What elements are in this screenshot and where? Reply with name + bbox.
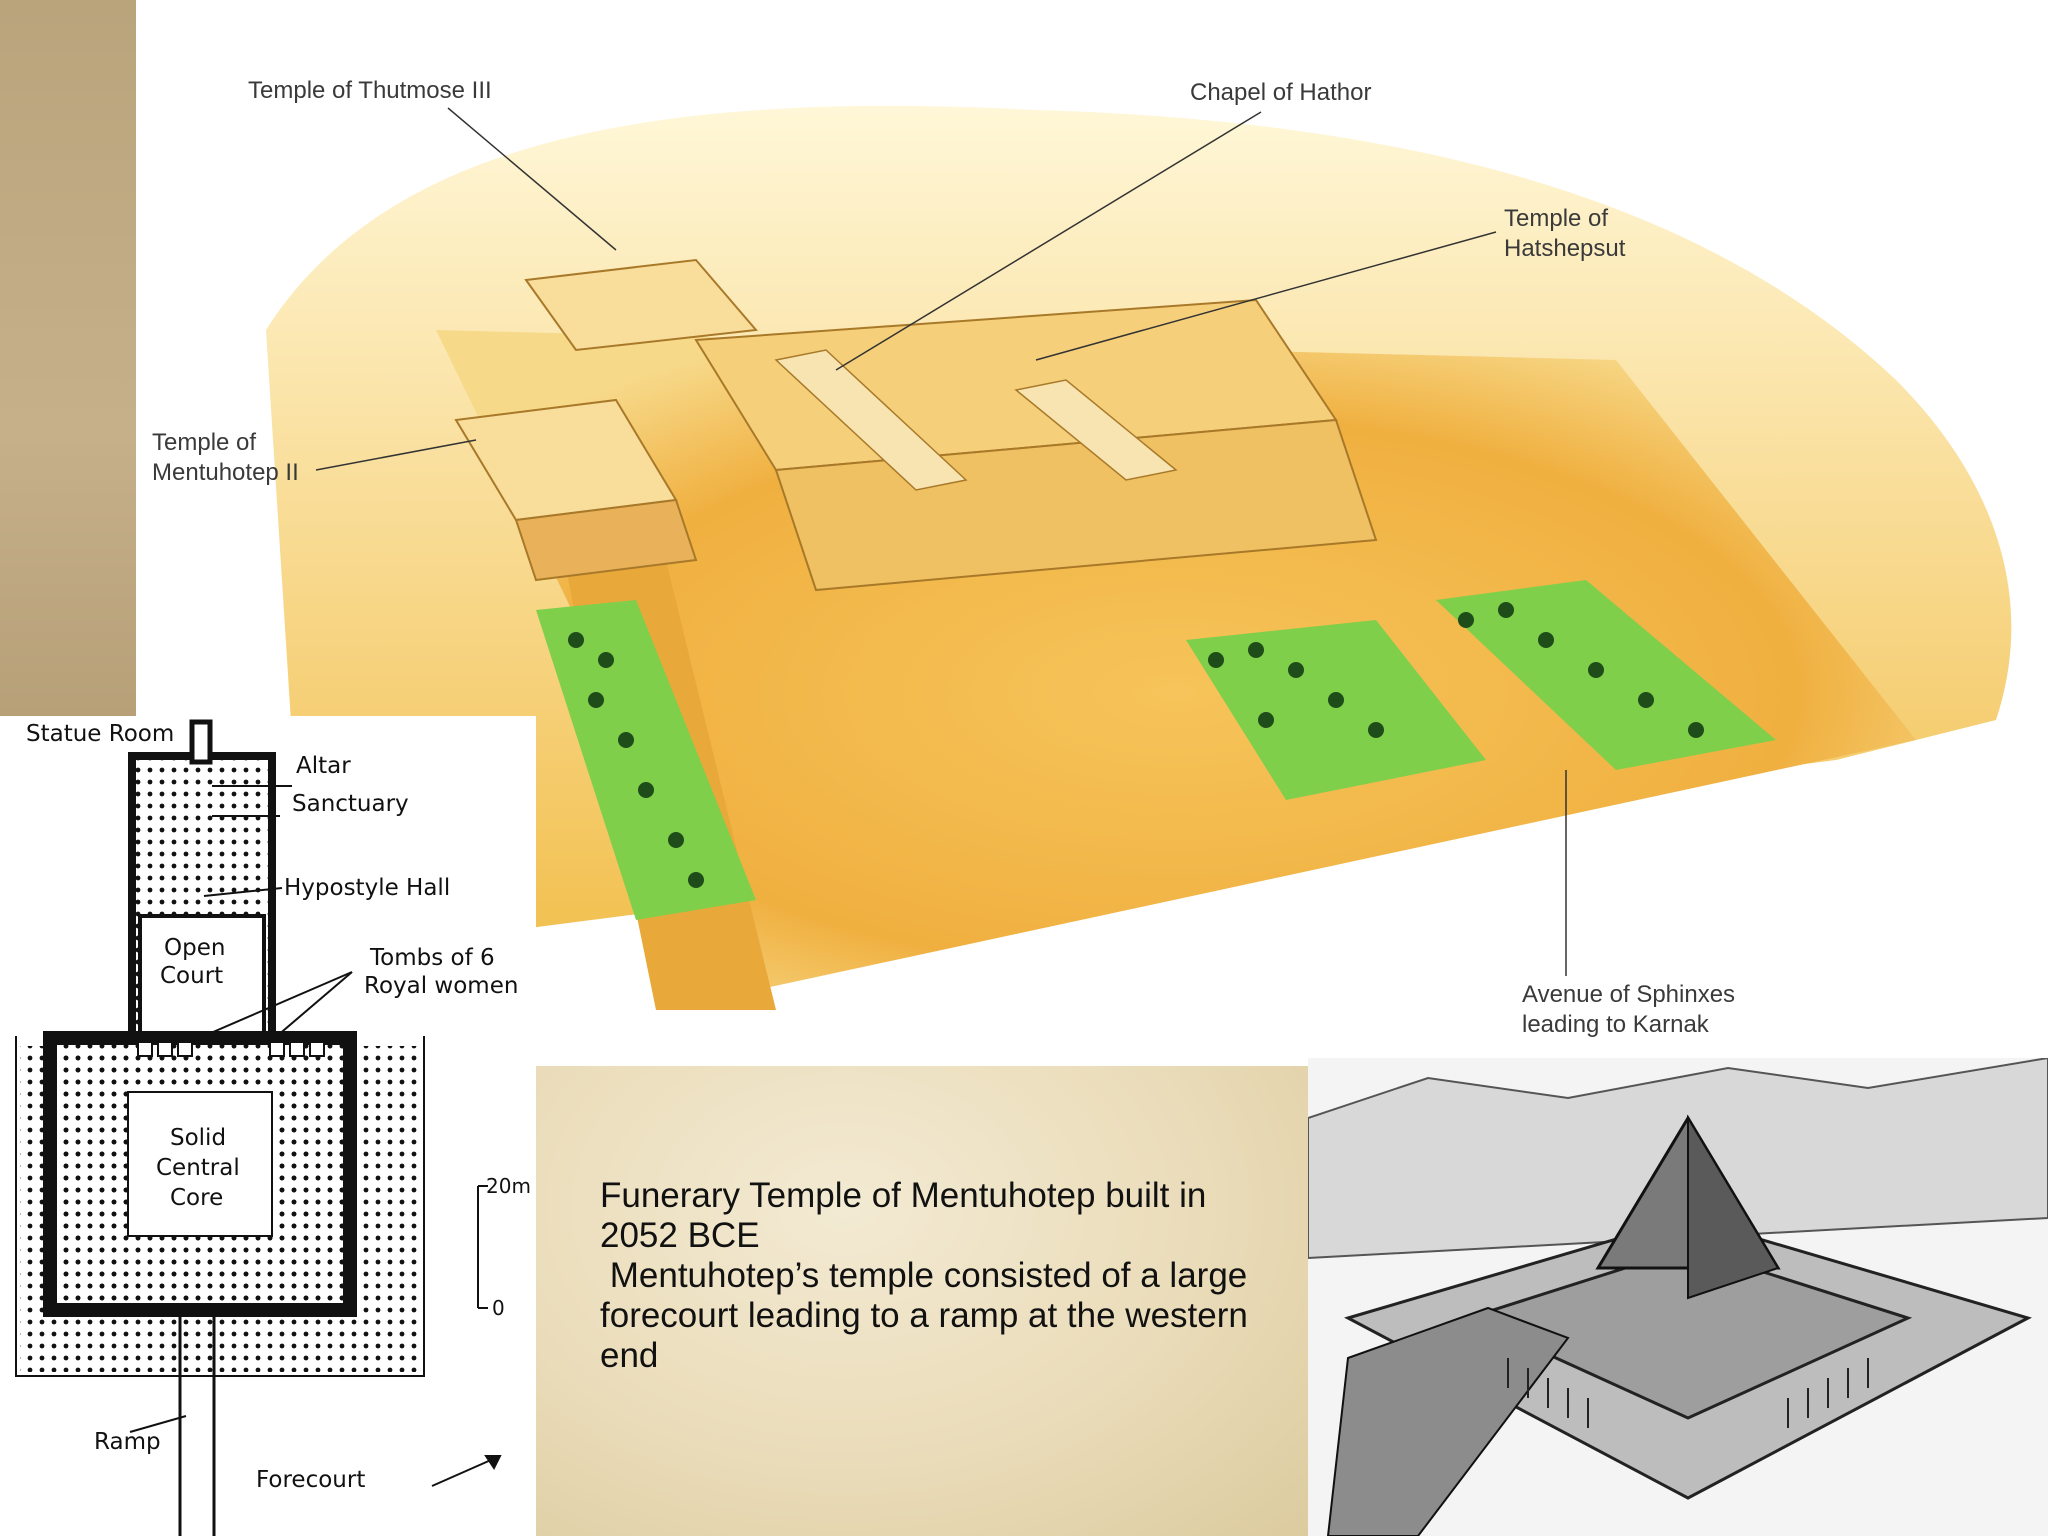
royal-tombs	[137, 1041, 325, 1057]
temple-complex-illustration: Temple of Thutmose III Chapel of Hathor …	[136, 0, 2048, 1058]
label-chapel-hathor: Chapel of Hathor	[1190, 79, 1372, 106]
label-altar: Altar	[296, 753, 351, 779]
label-forecourt: Forecourt	[256, 1467, 366, 1493]
caption-text: Funerary Temple of Mentuhotep built in 2…	[600, 1176, 1280, 1376]
outer-enclosure	[15, 1036, 425, 1377]
label-temple-hatshepsut-line2: Hatshepsut	[1504, 235, 1626, 262]
caption-line-description: Mentuhotep’s temple consisted of a large…	[600, 1256, 1258, 1375]
label-leader-lines	[315, 107, 1567, 976]
sketch-colonnade	[1507, 1358, 1869, 1428]
thutmose-block	[524, 258, 758, 352]
label-tombs-line1: Tombs of 6	[370, 945, 495, 971]
label-scale-bottom: 0	[492, 1296, 505, 1320]
scale-bar	[477, 1185, 488, 1309]
caption-panel: Funerary Temple of Mentuhotep built in 2…	[536, 1066, 1308, 1536]
label-statue-room: Statue Room	[26, 721, 175, 747]
garden-right	[1436, 580, 1776, 770]
label-core-line1: Solid	[170, 1125, 227, 1151]
ramp-lower	[1014, 379, 1178, 481]
decorative-gold-bar	[0, 0, 136, 716]
solid-central-core	[127, 1091, 273, 1237]
label-temple-hatshepsut-line1: Temple of	[1504, 205, 1609, 232]
garden-center	[1186, 620, 1486, 800]
label-open-court-line2: Court	[160, 963, 224, 989]
plan-leader-lines	[129, 785, 502, 1487]
label-sanctuary: Sanctuary	[292, 791, 409, 817]
statue-room	[189, 719, 213, 765]
temple-reconstruction-sketch	[1308, 1058, 2048, 1536]
label-avenue-sphinxes-line1: Avenue of Sphinxes	[1522, 981, 1736, 1008]
garden-left	[536, 600, 756, 920]
floor-plan-drawing	[15, 719, 502, 1536]
sketch-drawing	[1308, 1058, 2048, 1536]
label-scale-top: 20m	[486, 1174, 531, 1198]
label-core-line3: Core	[170, 1185, 224, 1211]
sketch-upper-terrace	[1463, 1246, 1913, 1420]
label-hypostyle-hall: Hypostyle Hall	[284, 875, 451, 901]
label-core-line2: Central	[156, 1155, 240, 1181]
label-ramp: Ramp	[94, 1429, 161, 1455]
ramp-upper	[774, 349, 968, 491]
label-avenue-sphinxes-line2: leading to Karnak	[1522, 1011, 1709, 1038]
sketch-ramp	[1326, 1306, 1570, 1536]
palm-trees	[568, 602, 1704, 888]
label-tombs-line2: Royal women	[364, 973, 519, 999]
label-temple-mentuhotep-line2: Mentuhotep II	[152, 459, 299, 486]
label-temple-thutmose: Temple of Thutmose III	[248, 77, 492, 104]
temple-complex-drawing	[266, 105, 2012, 1010]
caption-line-title: Funerary Temple of Mentuhotep built in 2…	[600, 1176, 1217, 1255]
label-open-court-line1: Open	[164, 935, 226, 961]
temple-floor-plan: Statue Room Altar Sanctuary Hypostyle Ha…	[0, 716, 536, 1536]
label-temple-mentuhotep-line1: Temple of	[152, 429, 257, 456]
